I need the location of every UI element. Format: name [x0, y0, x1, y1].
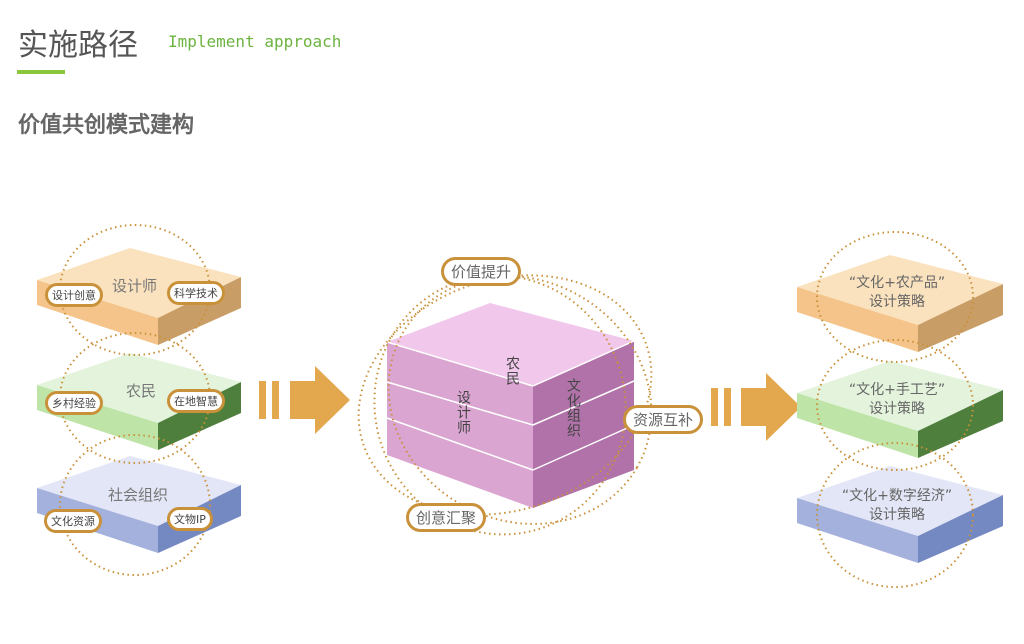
tag-pill: 文化资源 [44, 509, 102, 533]
cube-face-front: 设计师 [455, 390, 471, 435]
strategy-line: “文化+手工艺” [848, 382, 946, 398]
slab-agri [797, 255, 1003, 352]
strategy-line: 设计策略 [869, 507, 925, 523]
page-title: 实施路径 [18, 28, 138, 63]
layer-label: 农民 [126, 382, 157, 400]
strategy-craft: “文化+手工艺” 设计策略 [797, 381, 997, 419]
arrow-right-2 [711, 373, 801, 441]
strategy-line: 设计策略 [869, 401, 925, 417]
tag-pill: 设计创意 [45, 283, 103, 307]
slab-digital [797, 466, 1003, 563]
layer-label: 设计师 [112, 277, 158, 295]
slab-craft [797, 361, 1003, 458]
title-underline [17, 70, 65, 74]
right-cycles [816, 231, 974, 588]
cube-face-top: 农民 [504, 356, 520, 386]
strategy-agri: “文化+农产品” 设计策略 [797, 274, 997, 312]
section-title: 价值共创模式建构 [18, 113, 195, 138]
page-subtitle: Implement approach [168, 32, 342, 51]
layer-label: 社会组织 [108, 486, 169, 504]
tag-creative: 创意汇聚 [406, 503, 487, 532]
tag-value-up: 价值提升 [441, 257, 522, 286]
tag-pill: 科学技术 [167, 281, 225, 305]
strategy-line: “文化+农产品” [848, 275, 946, 291]
tag-pill: 乡村经验 [45, 391, 103, 415]
strategy-line: “文化+数字经济” [841, 488, 953, 504]
strategy-digital: “文化+数字经济” 设计策略 [797, 487, 997, 525]
tag-resource: 资源互补 [623, 405, 704, 434]
strategy-line: 设计策略 [869, 294, 925, 310]
cube-face-side: 文化组织 [565, 378, 581, 438]
arrow-right-1 [259, 366, 350, 434]
cube [386, 303, 635, 508]
tag-pill: 在地智慧 [167, 389, 225, 413]
tag-pill: 文物IP [167, 507, 213, 531]
